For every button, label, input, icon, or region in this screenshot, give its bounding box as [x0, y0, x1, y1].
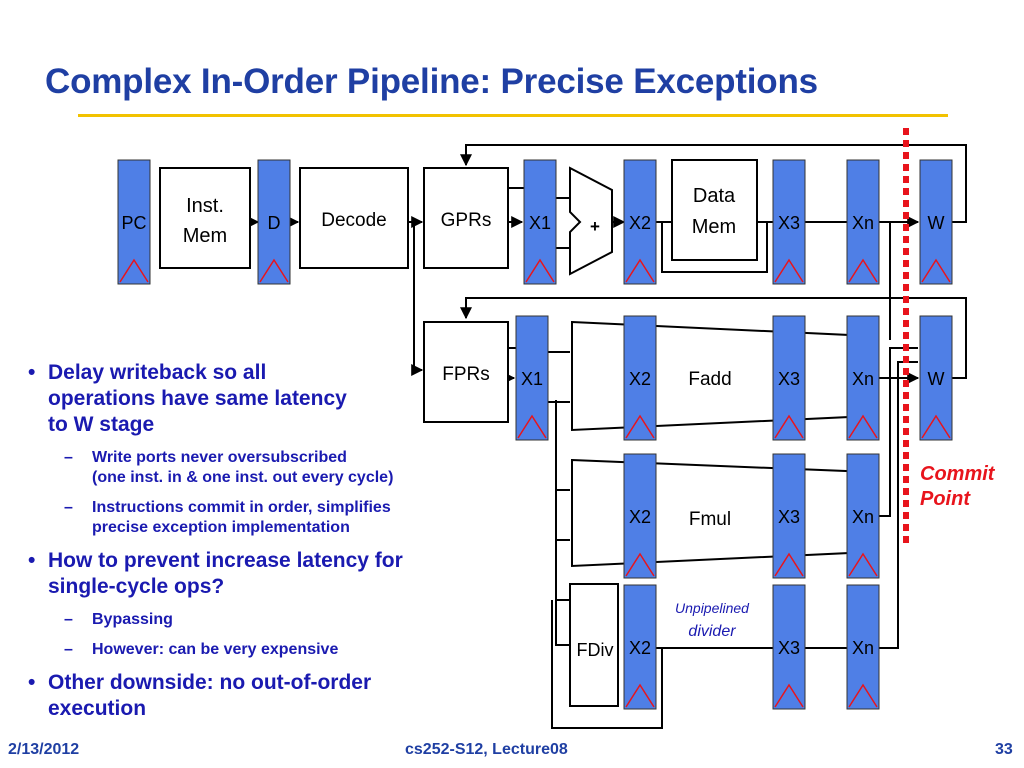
stage-register-pc: PC	[117, 159, 151, 285]
commit-point-label-2: Point	[920, 488, 970, 510]
clock-triangle-icon	[848, 258, 878, 283]
inst-mem-block	[159, 167, 251, 269]
stage-register-x2-fdiv: X2	[623, 584, 657, 710]
stage-register-xn-fadd: Xn	[846, 315, 880, 441]
fmul-label: Fmul	[689, 509, 731, 530]
data-mem-label-1: Data	[693, 185, 736, 207]
footer-date: 2/13/2012	[8, 741, 80, 758]
title-underline	[78, 114, 948, 117]
stage-register-x1-int: X1	[523, 159, 557, 285]
stage-register-xn-fmul: Xn	[846, 453, 880, 579]
stage-label: X3	[778, 507, 800, 527]
clock-triangle-icon	[848, 414, 878, 439]
commit-point-label-1: Commit	[920, 463, 995, 485]
stage-label: Xn	[852, 369, 874, 389]
clock-triangle-icon	[848, 552, 878, 577]
subbullet-commit-in-order: – Instructions commit in order, simplifi…	[64, 499, 391, 536]
stage-label: X3	[778, 369, 800, 389]
alu-adder	[569, 166, 613, 276]
stage-label: X1	[529, 213, 551, 233]
stage-register-w-fp: W	[919, 315, 953, 441]
decode-label: Decode	[321, 210, 387, 231]
stage-register-x1-fp: X1	[515, 315, 549, 441]
decode-block	[299, 167, 409, 269]
clock-triangle-icon	[774, 552, 804, 577]
subbullet-bypassing: – Bypassing	[64, 611, 173, 628]
alu-label: +	[590, 217, 600, 236]
stage-label: X2	[629, 369, 651, 389]
unpipelined-label-1: Unpipelined	[675, 600, 750, 616]
stage-label: W	[928, 369, 945, 389]
stage-register-x2-fmul: X2	[623, 453, 657, 579]
footer-page-number: 33	[995, 741, 1013, 758]
gprs-label: GPRs	[441, 210, 492, 231]
slide-title: Complex In-Order Pipeline: Precise Excep…	[45, 62, 818, 101]
stage-label: Xn	[852, 213, 874, 233]
data-mem-block	[671, 159, 758, 261]
bullet-delay-writeback: • Delay writeback so all operations have…	[28, 361, 347, 436]
stage-label: Xn	[852, 507, 874, 527]
clock-triangle-icon	[517, 414, 547, 439]
stage-register-xn-fdiv: Xn	[846, 584, 880, 710]
fdiv-label: FDiv	[577, 640, 614, 660]
stage-label: PC	[121, 213, 146, 233]
footer-course: cs252-S12, Lecture08	[405, 741, 568, 758]
stage-register-x2-int: X2	[623, 159, 657, 285]
stage-register-x3-fdiv: X3	[772, 584, 806, 710]
stage-register-x3-fmul: X3	[772, 453, 806, 579]
stage-register-d: D	[257, 159, 291, 285]
fprs-label: FPRs	[442, 364, 490, 385]
data-mem-label-2: Mem	[692, 216, 736, 238]
clock-triangle-icon	[259, 258, 289, 283]
fprs-block	[423, 321, 509, 423]
stage-label: W	[928, 213, 945, 233]
stage-register-x2-fadd: X2	[623, 315, 657, 441]
subbullet-write-ports: – Write ports never oversubscribed (one …	[64, 449, 394, 486]
clock-triangle-icon	[525, 258, 555, 283]
stage-register-x3-int: X3	[772, 159, 806, 285]
clock-triangle-icon	[921, 414, 951, 439]
stage-label: X3	[778, 638, 800, 658]
clock-triangle-icon	[119, 258, 149, 283]
inst-mem-label-2: Mem	[183, 225, 227, 247]
bullet-other-downside: • Other downside: no out-of-order execut…	[28, 671, 372, 720]
bullet-prevent-latency: • How to prevent increase latency for si…	[28, 549, 403, 598]
commit-point-label: Commit Point	[920, 462, 994, 512]
clock-triangle-icon	[625, 552, 655, 577]
bullet-list: • Delay writeback so all operations have…	[28, 360, 498, 732]
clock-triangle-icon	[774, 414, 804, 439]
stage-label: X2	[629, 638, 651, 658]
stage-register-x3-fadd: X3	[772, 315, 806, 441]
stage-register-w-int: W	[919, 159, 953, 285]
clock-triangle-icon	[774, 683, 804, 708]
clock-triangle-icon	[921, 258, 951, 283]
stage-label: D	[268, 213, 281, 233]
stage-register-xn-int: Xn	[846, 159, 880, 285]
stage-label: X2	[629, 507, 651, 527]
stage-label: X3	[778, 213, 800, 233]
clock-triangle-icon	[625, 258, 655, 283]
clock-triangle-icon	[625, 414, 655, 439]
subbullet-expensive: – However: can be very expensive	[64, 641, 339, 658]
inst-mem-label-1: Inst.	[186, 195, 224, 217]
fadd-label: Fadd	[688, 369, 731, 390]
clock-triangle-icon	[774, 258, 804, 283]
stage-label: X2	[629, 213, 651, 233]
clock-triangle-icon	[848, 683, 878, 708]
stage-label: X1	[521, 369, 543, 389]
unpipelined-label-2: divider	[688, 623, 736, 640]
fdiv-block	[569, 583, 619, 707]
gprs-block	[423, 167, 509, 269]
pipeline-wires	[247, 144, 967, 729]
stage-label: Xn	[852, 638, 874, 658]
clock-triangle-icon	[625, 683, 655, 708]
